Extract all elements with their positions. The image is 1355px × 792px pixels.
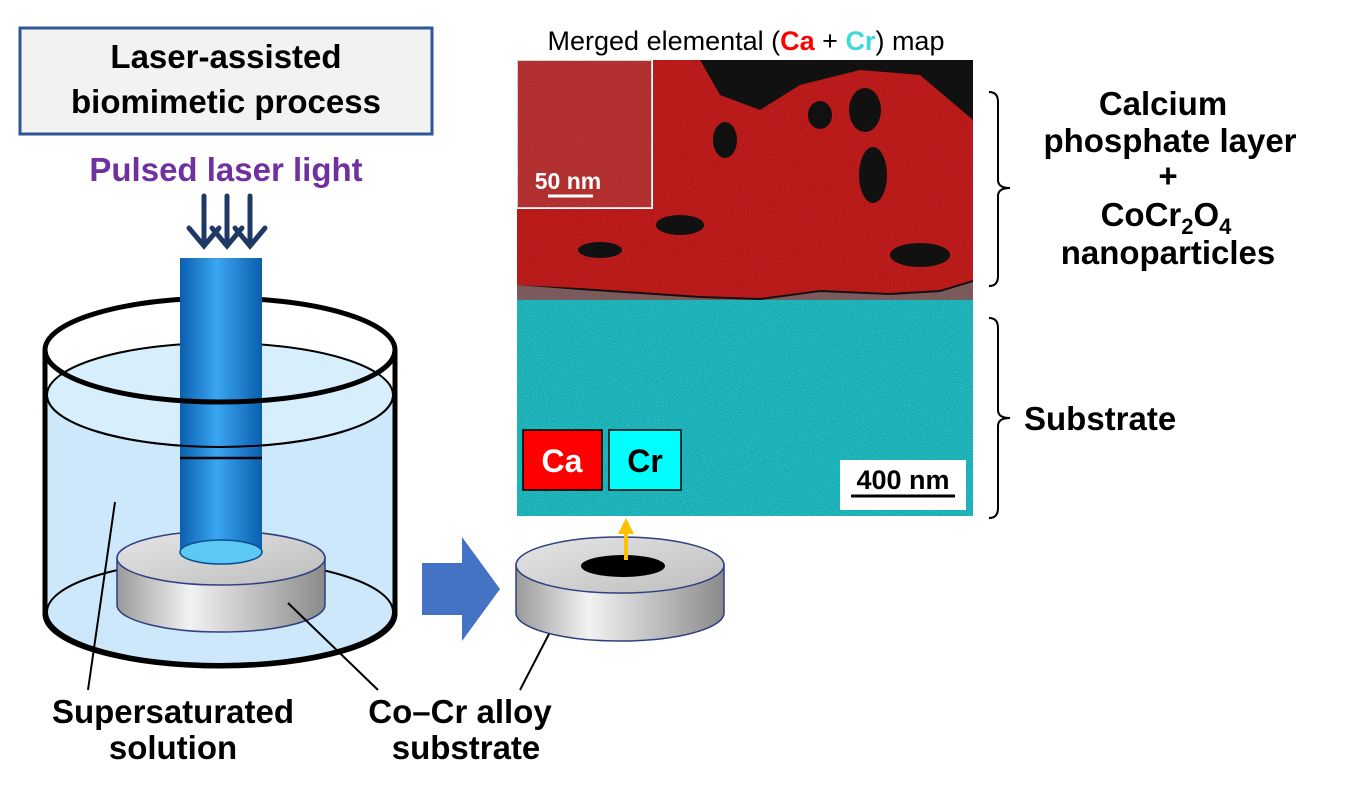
map-title-suffix: ) map (875, 26, 944, 56)
legend-ca-label: Ca (542, 443, 583, 479)
cocr-main: CoCr (1101, 196, 1182, 233)
laser-beam (179, 258, 263, 565)
main-scale-label: 400 nm (856, 465, 949, 495)
map-inset (516, 59, 653, 209)
legend-cr-box (608, 429, 682, 491)
process-arrow (422, 537, 500, 641)
title-line1: Laser-assisted (110, 38, 341, 75)
solution-label-line2: solution (109, 729, 237, 766)
alloy-label-line1: Co–Cr alloy (368, 693, 552, 730)
cocr-sub1: 2 (1181, 214, 1193, 239)
title-line2: biomimetic process (71, 83, 381, 120)
map-title-plus: + (815, 26, 846, 56)
layer-bracket (988, 91, 1011, 287)
substrate-disc-after (515, 536, 725, 642)
cocr-mid: O (1194, 196, 1220, 233)
layer-label-line5: nanoparticles (1061, 234, 1276, 271)
beaker (42, 349, 398, 669)
cocr-sub2: 4 (1219, 214, 1232, 239)
map-title: Merged elemental (Ca + Cr) map (548, 26, 945, 56)
map-title-cr: Cr (845, 26, 875, 56)
main-scale-box (840, 460, 966, 510)
map-title-prefix: Merged elemental ( (548, 26, 781, 56)
legend-ca-box (522, 429, 603, 491)
title-box (18, 26, 434, 136)
substrate-label: Substrate (1024, 400, 1176, 437)
substrate-bracket (988, 317, 1011, 519)
layer-label-line1: Calcium (1099, 85, 1227, 122)
inset-scale-label: 50 nm (535, 168, 601, 194)
legend-cr-label: Cr (627, 443, 663, 479)
layer-label-line4: CoCr2O4 (1101, 196, 1233, 239)
yellow-arrow (618, 518, 634, 560)
layer-label-line3: + (1158, 157, 1177, 194)
solution-leader (87, 501, 116, 691)
laser-arrows (186, 193, 268, 250)
alloy-label-line2: substrate (392, 729, 541, 766)
map-title-ca: Ca (780, 26, 815, 56)
laser-label: Pulsed laser light (89, 151, 362, 188)
layer-label-line2: phosphate layer (1043, 122, 1296, 159)
alloy-leader (287, 602, 379, 691)
solution-label-line1: Supersaturated (52, 693, 294, 730)
